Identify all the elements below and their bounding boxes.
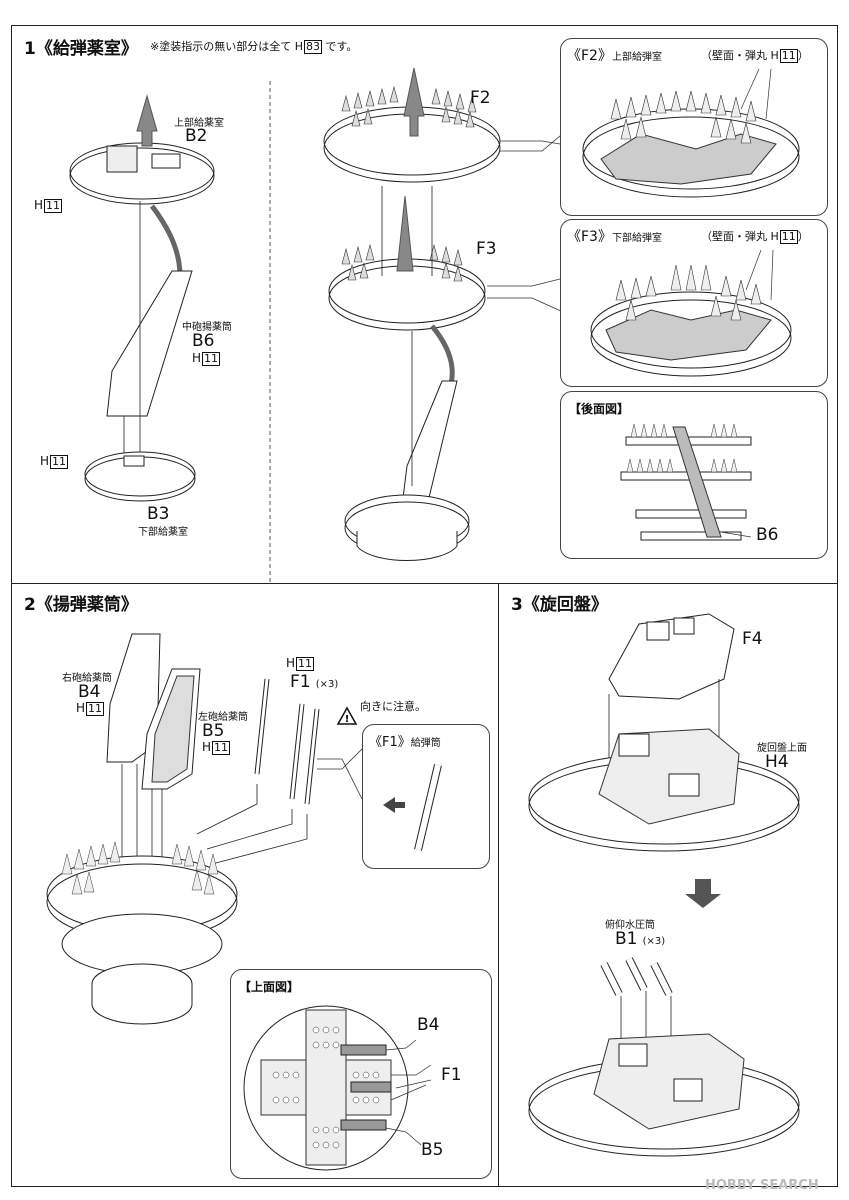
inset-f2-paint-close: ） [797,49,809,62]
inset-f1-title: 《F1》 [369,735,411,750]
inset-f2-header: 《F2》上部給弾室 [567,45,662,65]
rear-view-b6-label: B6 [756,525,779,545]
inset-f1-header: 《F1》給弾筒 [369,731,441,750]
warning-text: 向きに注意。 [360,700,426,713]
rear-view-drawing [620,423,752,541]
rear-view-title: 【後面図】 [569,402,630,416]
b5-paint-text: H [202,740,212,754]
f1-paint-code: 11 [296,657,315,671]
f1-quantity: (×3) [315,679,339,690]
inset-f3-jp: 下部給弾室 [611,233,662,244]
inset-f3-paint-code: 11 [779,230,798,244]
inset-f2-jp: 上部給弾室 [611,52,662,63]
warning-triangle [336,706,358,725]
inset-f3-header: 《F3》下部給弾室 [567,226,662,246]
direction-arrow-icon [383,797,405,813]
svg-text:!: ! [345,714,350,725]
step3-drawing [528,613,800,1157]
inset-f3-title: 《F3》 [567,229,612,245]
paint-note-text: ※塗装指示の無い部分は全て H [150,40,303,53]
b3-label-jp: 下部給薬室 [138,527,188,538]
down-arrow-icon [685,879,721,908]
b2-label: B2 [185,126,208,146]
inset-f2-paint-text: （壁面・弾丸 H [701,49,779,62]
f1-label: F1 [290,672,311,692]
h11-left-code: 11 [44,199,63,213]
b1-quantity: (×3) [642,936,666,947]
b1-label-group: B1 (×3) [615,929,665,949]
f1-paint-text: H [286,656,296,670]
h4-label: H4 [765,752,789,772]
b4-paint-code: 11 [86,702,105,716]
b1-label: B1 [615,929,638,949]
inset-f2-paint-code: 11 [779,49,798,63]
inset-f1-drawing [383,764,442,851]
b6-paint-text: H [192,351,202,365]
f1-label-group: F1 (×3) [290,672,338,692]
step3-panel: 3《旋回盤》 F4 旋回盤上面 H4 俯仰水圧筒 B1 (×3) [498,583,838,1187]
paint-note-tail: です。 [325,40,358,53]
b2-label-jp: 上部給薬室 [174,118,224,129]
watermark: HOBBY SEARCH [705,1178,819,1193]
h11-b3-text: H [40,454,50,468]
step1-drawing [69,67,573,586]
inset-top-view: 【上面図】 B4 F1 B5 [230,969,492,1179]
top-view-title: 【上面図】 [239,980,300,994]
b5-label-jp: 左砲給薬筒 [198,712,248,723]
b6-label-jp: 中砲揚薬筒 [182,322,232,333]
inset-f3-paint-close: ） [797,230,809,243]
inset-f3-paint-text: （壁面・弾丸 H [701,230,779,243]
step3-title: 3《旋回盤》 [511,595,608,615]
step2-title: 2《揚弾薬筒》 [24,595,138,615]
h11-b3-code: 11 [50,455,69,469]
b4-label-jp: 右砲給薬筒 [62,673,112,684]
b5-paint-code: 11 [212,741,231,755]
b4-label: B4 [78,682,101,702]
b3-label: B3 [147,504,170,524]
b4-paint-text: H [76,701,86,715]
f3-label: F3 [476,239,497,259]
paint-note-code: 83 [303,40,322,54]
inset-f1: 《F1》給弾筒 [362,724,490,869]
top-view-drawing [243,1005,432,1171]
h4-label-jp: 旋回盤上面 [757,743,807,754]
inset-rear-view: 【後面図】 B6 [560,391,828,559]
top-view-f1-label: F1 [441,1065,462,1085]
b6-paint-code: 11 [202,352,221,366]
b5-label: B5 [202,721,225,741]
top-view-b4-label: B4 [417,1015,440,1035]
inset-f2-title: 《F2》 [567,48,612,64]
top-view-b5-label: B5 [421,1140,444,1160]
inset-f2-drawing [582,68,800,198]
f2-label: F2 [470,88,491,108]
step2-drawing: ! [46,633,363,1025]
inset-f3-drawing [590,249,792,377]
f4-label: F4 [742,629,763,649]
step1-title: 1《給弾薬室》 [24,39,138,59]
inset-f1-jp: 給弾筒 [410,738,441,749]
b6-label: B6 [192,331,215,351]
b1-label-jp: 俯仰水圧筒 [605,920,655,931]
h11-left-text: H [34,198,44,212]
